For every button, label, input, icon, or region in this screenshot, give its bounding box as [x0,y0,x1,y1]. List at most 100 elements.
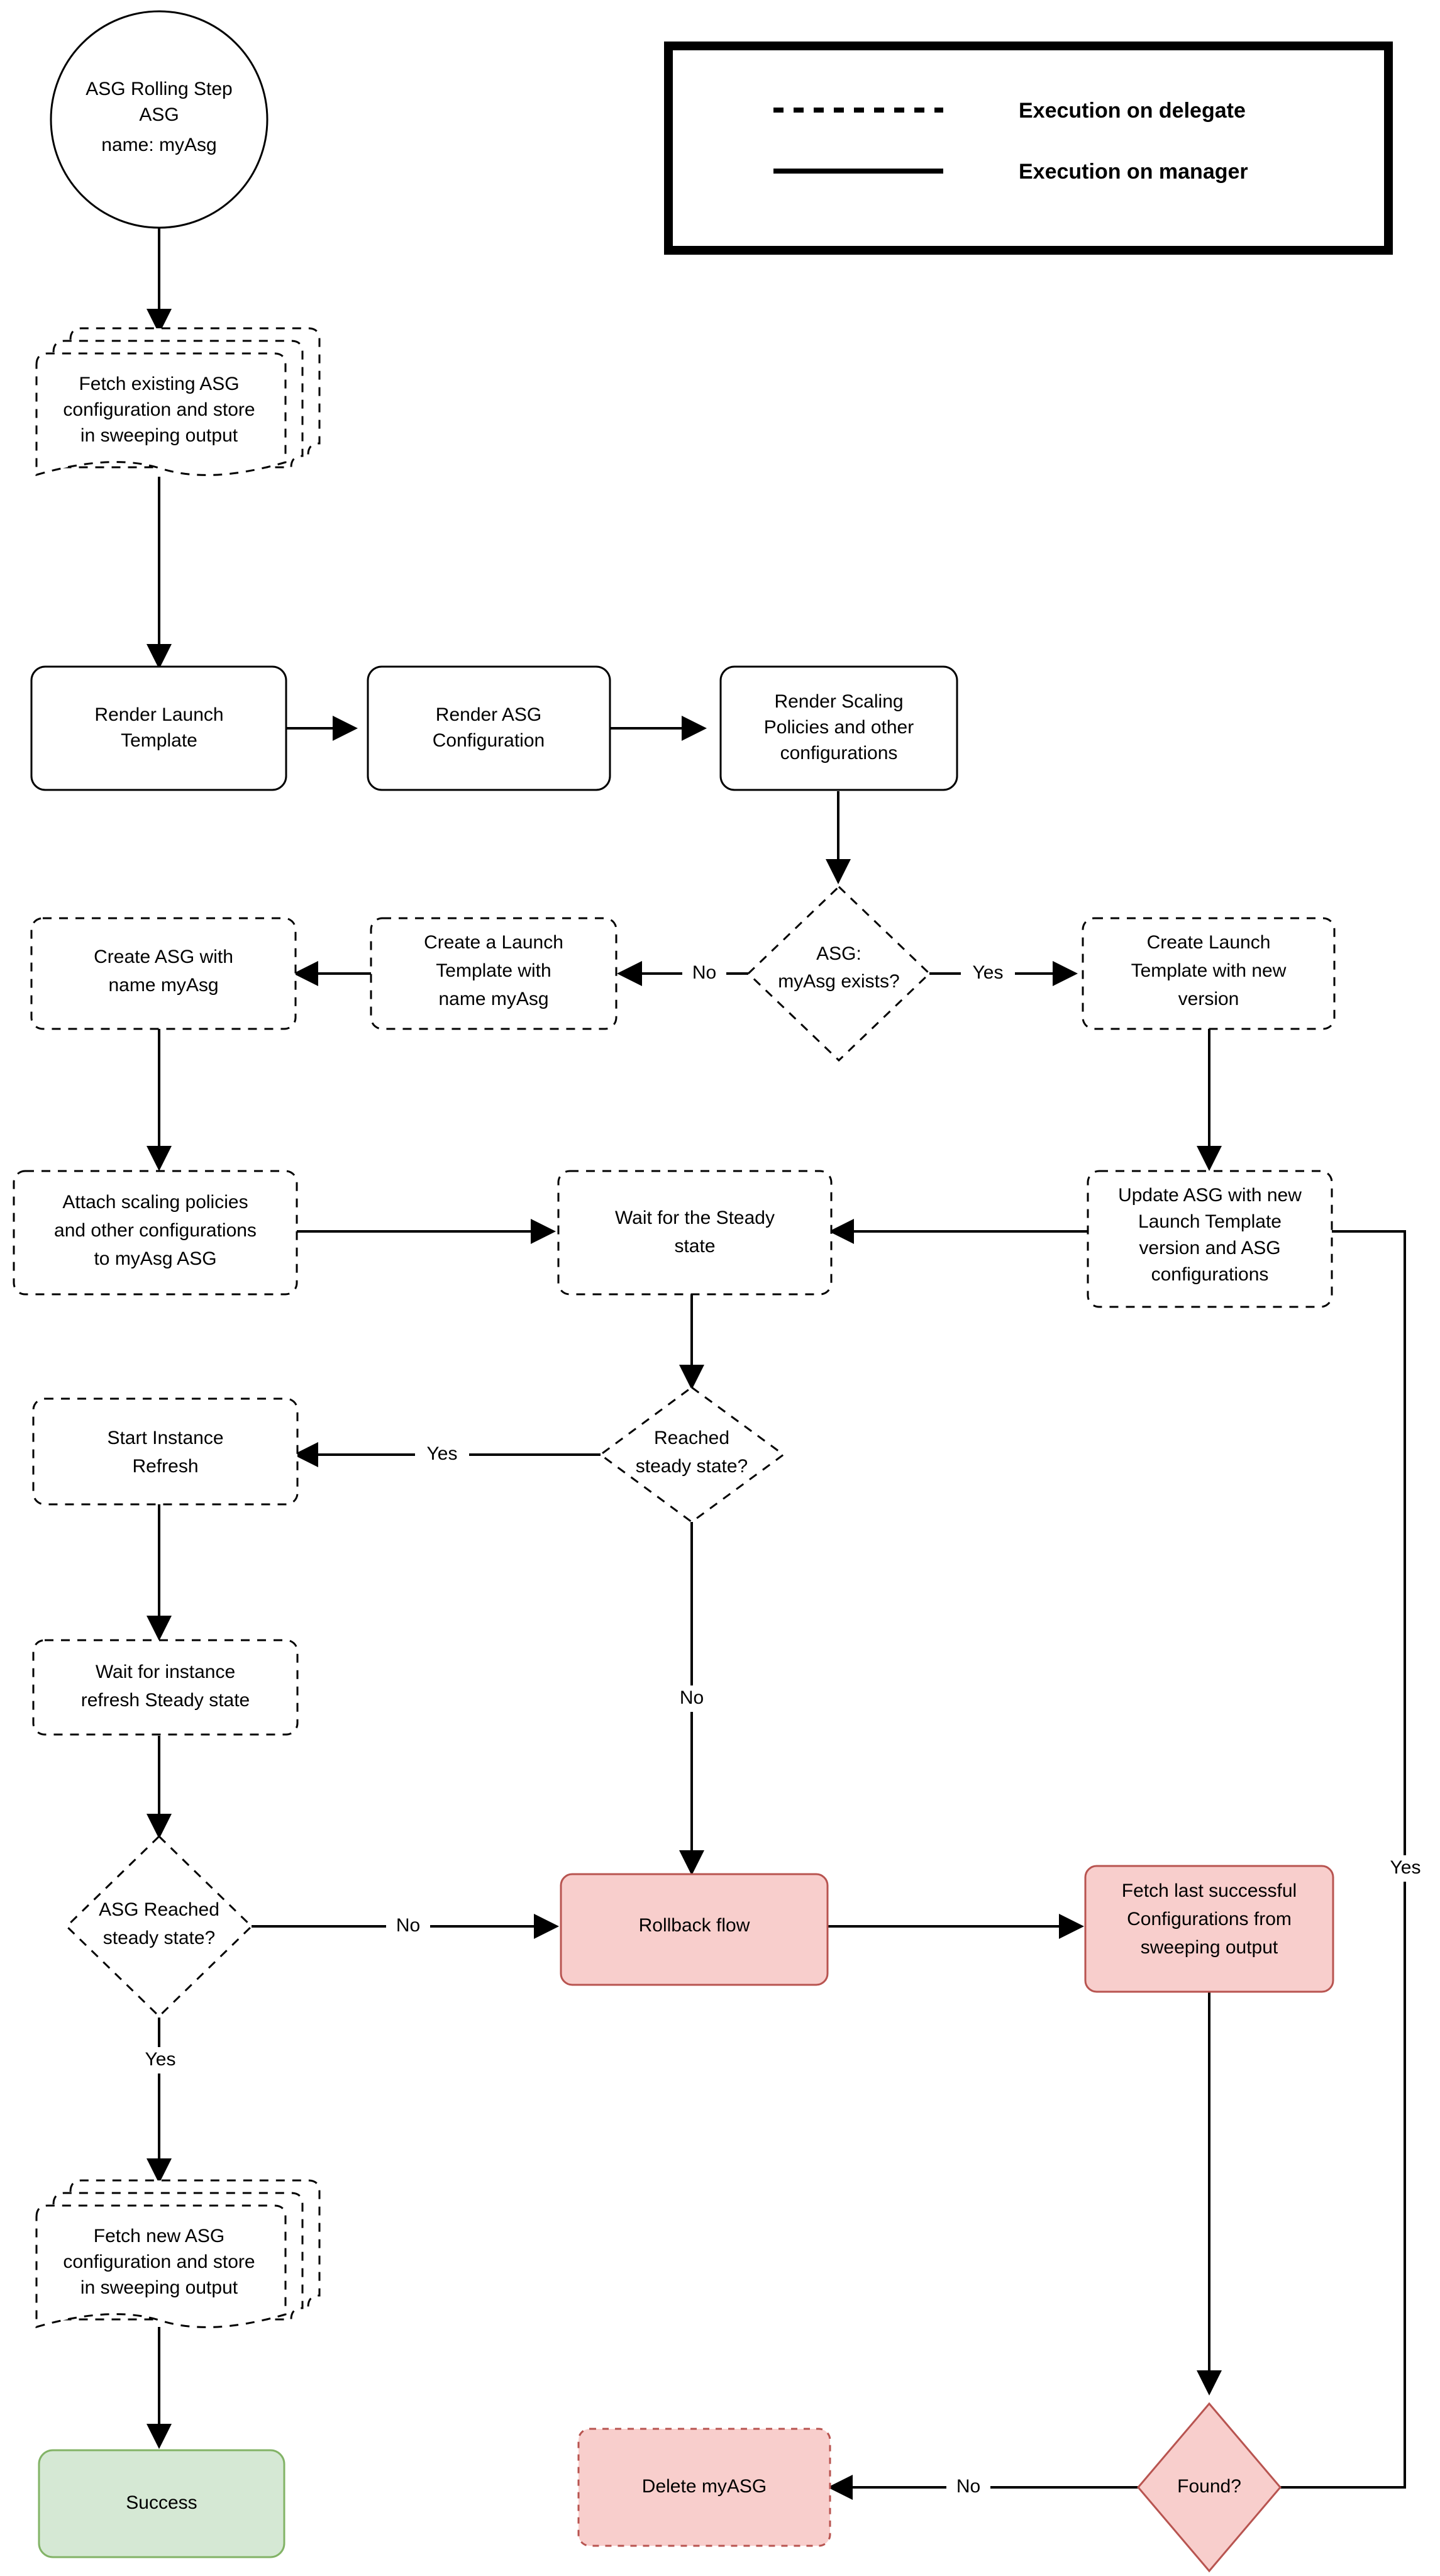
render-scaling-line-2: Policies and other [764,717,914,738]
attach-scaling-policies-box[interactable] [13,1170,298,1296]
attach-line-3: to myAsg ASG [94,1248,216,1269]
edge-label-found-no: No [956,2476,980,2497]
start-refresh-line-1: Start Instance [107,1428,223,1448]
node-start[interactable]: ASG Rolling Step ASG name: myAsg [50,10,269,229]
edge-label-exists-yes: Yes [973,962,1004,983]
fetch-new-line-2: configuration and store [63,2251,255,2272]
node-update-asg[interactable]: Update ASG with new Launch Template vers… [1087,1170,1333,1308]
node-wait-for-steady-state[interactable]: Wait for the Steady state [557,1170,833,1296]
success-box[interactable] [38,2449,285,2558]
fetch-existing-line-2: configuration and store [63,399,255,420]
render-launch-line-2: Template [121,730,197,751]
legend-box [664,42,1393,255]
render-scaling-line-1: Render Scaling [774,691,903,712]
fetch-last-successful-box[interactable] [1084,1865,1334,1993]
fetch-new-doc-front[interactable] [35,2204,287,2328]
node-start-instance-refresh[interactable]: Start Instance Refresh [32,1397,299,1506]
attach-line-2: and other configurations [54,1220,257,1241]
node-render-launch-template[interactable]: Render Launch Template [30,665,287,791]
create-launch-template-new-box[interactable] [1082,917,1336,1030]
create-lt-named-line-1: Create a Launch [424,932,563,953]
legend-label-delegate: Execution on delegate [1019,99,1246,123]
render-scaling-policies-box[interactable] [719,665,958,791]
node-render-asg-configuration[interactable]: Render ASG Configuration [367,665,611,791]
create-asg-line-1: Create ASG with [94,947,233,967]
found-diamond[interactable] [1137,2402,1282,2573]
start-circle[interactable] [50,10,269,229]
node-fetch-last-successful[interactable]: Fetch last successful Configurations fro… [1084,1865,1334,1993]
node-fetch-existing-asg[interactable]: Fetch existing ASG configuration and sto… [35,327,321,476]
legend: Execution on delegate Execution on manag… [664,42,1393,255]
start-line-2: ASG [139,104,179,125]
node-asg-reached-steady-decision[interactable]: ASG Reached steady state? [65,1835,253,2018]
delete-myasg-label: Delete myASG [642,2476,767,2497]
render-scaling-line-3: configurations [780,743,898,763]
create-lt-new-line-1: Create Launch [1147,932,1271,953]
node-create-asg[interactable]: Create ASG with name myAsg [30,917,297,1030]
start-instance-refresh-box[interactable] [32,1397,299,1506]
asg-exists-line-1: ASG: [816,943,861,964]
rollback-flow-box[interactable] [560,1873,829,1986]
wait-refresh-line-2: refresh Steady state [81,1690,250,1711]
create-asg-line-2: name myAsg [108,975,218,996]
node-attach-scaling-policies[interactable]: Attach scaling policies and other config… [13,1170,298,1296]
node-reached-steady-state-decision[interactable]: Reached steady state? [599,1386,785,1523]
edge-label-exists-no: No [692,962,716,983]
success-label: Success [126,2492,197,2513]
create-lt-new-line-3: version [1178,989,1239,1009]
asg-reached-line-2: steady state? [103,1928,215,1948]
fetch-existing-line-1: Fetch existing ASG [79,374,239,394]
asg-reached-steady-diamond[interactable] [65,1835,253,2018]
render-launch-template-box[interactable] [30,665,287,791]
create-lt-named-line-2: Template with [436,960,551,981]
asg-exists-diamond[interactable] [746,885,931,1062]
edge-label-reached-yes: Yes [427,1443,458,1464]
node-create-launch-template-named[interactable]: Create a Launch Template with name myAsg [370,917,618,1030]
legend-label-manager: Execution on manager [1019,160,1248,184]
attach-line-1: Attach scaling policies [62,1192,248,1213]
create-launch-template-named-box[interactable] [370,917,618,1030]
render-asg-line-2: Configuration [433,730,545,751]
update-asg-line-3: version and ASG [1139,1238,1280,1258]
asg-exists-line-2: myAsg exists? [778,971,899,992]
create-lt-new-line-2: Template with new [1131,960,1287,981]
delete-myasg-box[interactable] [577,2428,831,2547]
node-asg-exists-decision[interactable]: ASG: myAsg exists? [746,885,931,1062]
start-refresh-line-2: Refresh [132,1456,198,1477]
edge-label-found-yes: Yes [1390,1857,1421,1878]
wait-instance-refresh-box[interactable] [32,1639,299,1736]
update-asg-line-1: Update ASG with new [1118,1185,1302,1206]
edge-label-asg-reached-no: No [396,1915,420,1936]
node-render-scaling-policies[interactable]: Render Scaling Policies and other config… [719,665,958,791]
edge-label-asg-reached-yes: Yes [145,2049,176,2070]
edge-labels: No Yes Yes No No Yes No Yes [133,961,1432,2500]
node-rollback-flow[interactable]: Rollback flow [560,1873,829,1986]
fetch-last-line-2: Configurations from [1127,1909,1292,1929]
reached-steady-line-1: Reached [654,1428,729,1448]
node-fetch-new-asg-configuration[interactable]: Fetch new ASG configuration and store in… [35,2179,321,2328]
node-wait-instance-refresh[interactable]: Wait for instance refresh Steady state [32,1639,299,1736]
wait-steady-line-2: state [674,1236,715,1257]
render-asg-configuration-box[interactable] [367,665,611,791]
rollback-flow-label: Rollback flow [639,1915,750,1936]
node-success[interactable]: Success [38,2449,285,2558]
fetch-new-line-1: Fetch new ASG [94,2226,224,2246]
node-found-decision[interactable]: Found? [1137,2402,1282,2573]
fetch-last-line-3: sweeping output [1141,1937,1278,1958]
render-asg-line-1: Render ASG [436,704,541,725]
render-launch-line-1: Render Launch [94,704,223,725]
update-asg-box[interactable] [1087,1170,1333,1308]
reached-steady-line-2: steady state? [636,1456,748,1477]
update-asg-line-4: configurations [1151,1264,1269,1285]
wait-refresh-line-1: Wait for instance [96,1662,235,1682]
node-delete-myasg[interactable]: Delete myASG [577,2428,831,2547]
fetch-new-line-3: in sweeping output [80,2277,238,2298]
reached-steady-diamond[interactable] [599,1386,785,1523]
fetch-existing-doc-front[interactable] [35,352,287,476]
edges [147,226,1406,2500]
create-asg-box[interactable] [30,917,297,1030]
start-line-1: ASG Rolling Step [86,79,232,99]
node-create-launch-template-new-version[interactable]: Create Launch Template with new version [1082,917,1336,1030]
wait-steady-state-box[interactable] [557,1170,833,1296]
